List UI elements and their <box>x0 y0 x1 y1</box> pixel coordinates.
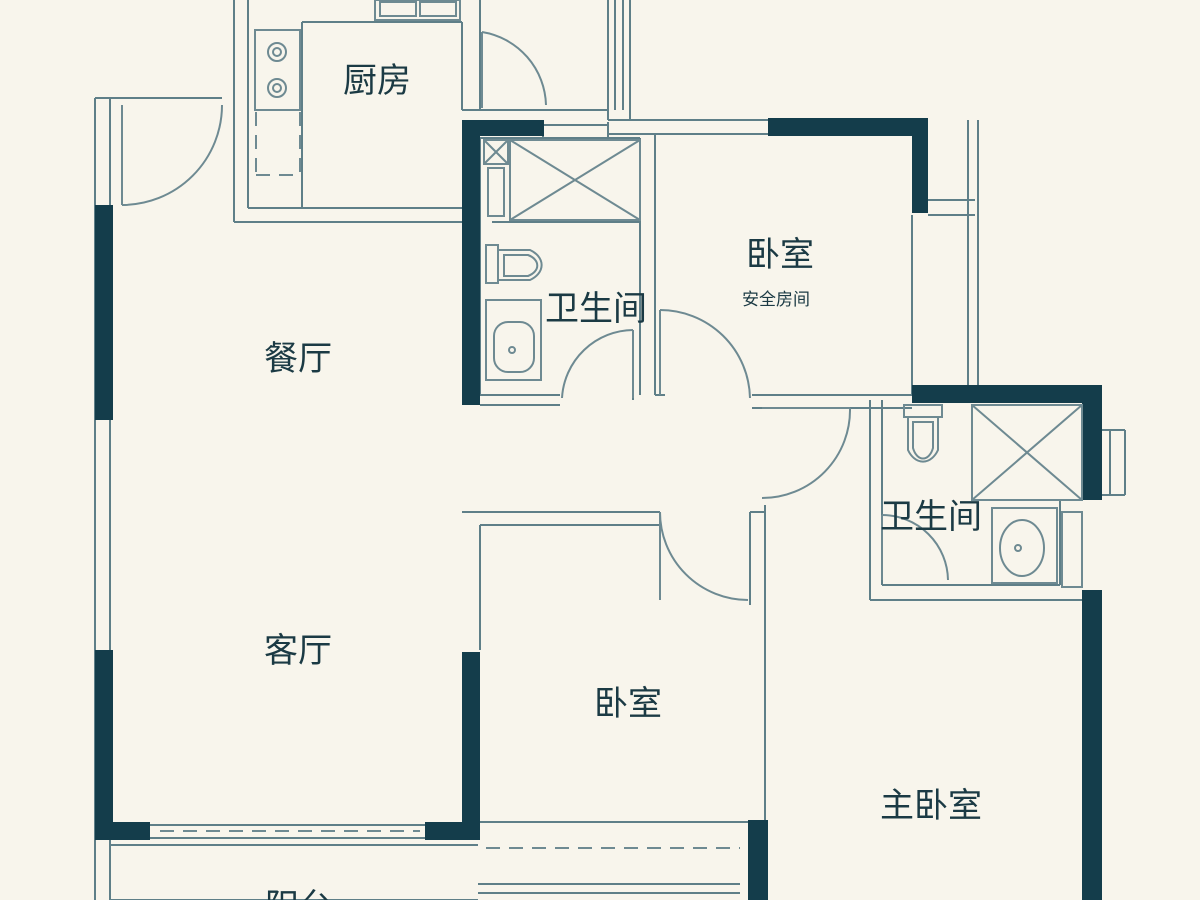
room-label-bedroom-upper-note: 安全房间 <box>742 290 810 310</box>
thin-walls <box>94 0 1126 900</box>
door-swings <box>121 31 949 601</box>
room-label-kitchen: 厨房 <box>343 61 411 101</box>
room-label-dining: 餐厅 <box>264 339 332 379</box>
room-label-master-bedroom: 主卧室 <box>880 786 982 826</box>
room-label-bedroom-middle: 卧室 <box>594 684 662 724</box>
thick-walls <box>95 118 1102 900</box>
room-label-living: 客厅 <box>264 631 332 671</box>
room-label-bathroom-left: 卫生间 <box>545 289 647 329</box>
room-label-bathroom-right: 卫生间 <box>880 497 982 537</box>
room-label-bedroom-upper: 卧室 <box>746 235 814 275</box>
dashed-lines <box>160 112 740 849</box>
room-label-balcony: 阳台 <box>265 887 333 900</box>
room-label-top-cut: 阳台 <box>512 0 580 5</box>
fixtures <box>254 0 1083 588</box>
